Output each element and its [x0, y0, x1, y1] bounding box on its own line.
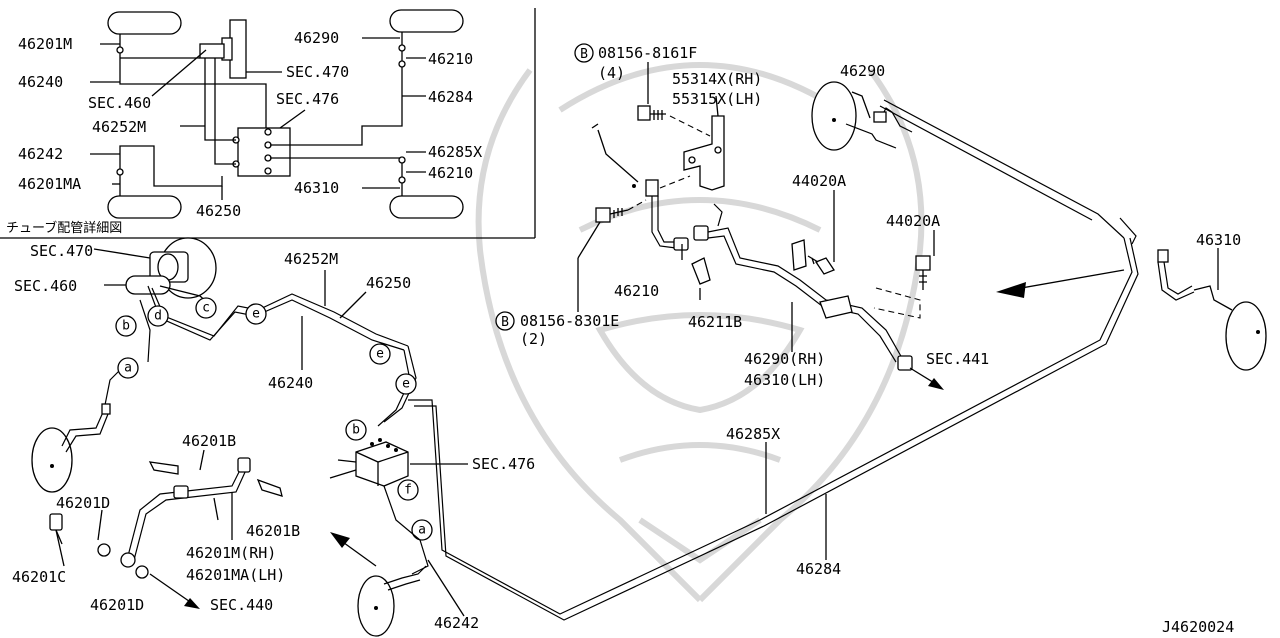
svg-text:b: b: [352, 423, 360, 438]
inset-wheel-rear-left: [107, 195, 182, 219]
part-labels: SEC.470 SEC.460 46252M 46250 46240 46201…: [12, 43, 1241, 636]
front-left-brake-disc: [31, 427, 73, 493]
clip-46211B: [691, 257, 711, 285]
inset-label-46240: 46240: [18, 73, 63, 91]
inset-label-46201M: 46201M: [18, 35, 72, 53]
inset-label-46201MA: 46201MA: [18, 175, 81, 193]
label-08156-8161F-qty: (4): [598, 64, 625, 82]
inset-label-46210-top: 46210: [428, 50, 473, 68]
label-55315X-LH: 55315X(LH): [672, 90, 762, 108]
label-46285X: 46285X: [726, 425, 780, 443]
callout-f: f: [397, 479, 419, 501]
label-sec470: SEC.470: [30, 242, 93, 260]
inset-label-46210-bottom: 46210: [428, 164, 473, 182]
label-46252M: 46252M: [284, 250, 338, 268]
label-46240: 46240: [268, 374, 313, 392]
label-46290-top: 46290: [840, 62, 885, 80]
inset-caption: チューブ配管詳細図: [6, 220, 122, 236]
label-46201D-top: 46201D: [56, 494, 110, 512]
svg-text:a: a: [418, 523, 426, 538]
inset-label-46285X: 46285X: [428, 143, 482, 161]
label-sec476: SEC.476: [472, 455, 535, 473]
svg-text:f: f: [404, 483, 412, 498]
bracket-55314X: [683, 115, 725, 191]
upper-bracket-assembly: [577, 62, 1267, 390]
label-46250: 46250: [366, 274, 411, 292]
inset-wheel-front-left: [107, 11, 182, 35]
svg-text:e: e: [376, 347, 384, 362]
bolt-44020A-right: [915, 255, 931, 271]
bolt-marker-2: B: [495, 311, 515, 331]
svg-text:b: b: [122, 319, 130, 334]
callout-b-center: b: [345, 419, 367, 441]
svg-text:a: a: [124, 361, 132, 376]
label-sec441: SEC.441: [926, 350, 989, 368]
label-55314X-RH: 55314X(RH): [672, 70, 762, 88]
inset-label-46310: 46310: [294, 179, 339, 197]
inset-panel: 46201M 46240 SEC.460 46252M 46242 46201M…: [0, 8, 536, 239]
label-46310: 46310: [1196, 231, 1241, 249]
label-46290-RH: 46290(RH): [744, 350, 825, 368]
front-left-assembly: [31, 237, 417, 609]
inset-label-sec460: SEC.460: [88, 94, 151, 112]
callout-a-left: a: [117, 357, 139, 379]
callout-e-3: e: [395, 373, 417, 395]
bolt-08156-8301E: [595, 207, 611, 223]
inset-label-sec470: SEC.470: [286, 63, 349, 81]
inset-label-46290: 46290: [294, 29, 339, 47]
inset-wheel-rear-right: [389, 195, 464, 219]
label-46201D-bottom: 46201D: [90, 596, 144, 614]
callout-b-left: b: [115, 315, 137, 337]
label-44020A-right: 44020A: [886, 212, 940, 230]
inset-label-46242: 46242: [18, 145, 63, 163]
actuator-and-rear-pipes: [329, 99, 1139, 637]
label-diagram-id: J4620024: [1162, 618, 1234, 636]
svg-text:c: c: [202, 301, 210, 316]
label-46284: 46284: [796, 560, 841, 578]
inset-label-46250: 46250: [196, 202, 241, 220]
label-46201B-top: 46201B: [182, 432, 236, 450]
label-46201MA-LH: 46201MA(LH): [186, 566, 285, 584]
inset-label-46284: 46284: [428, 88, 473, 106]
callout-e-2: e: [369, 343, 391, 365]
callout-a-center: a: [411, 519, 433, 541]
svg-text:d: d: [154, 309, 162, 324]
label-46310-LH: 46310(LH): [744, 371, 825, 389]
inset-label-46252M: 46252M: [92, 118, 146, 136]
callout-d: d: [147, 305, 169, 327]
inset-actuator: [237, 127, 291, 177]
inset-label-sec476: SEC.476: [276, 90, 339, 108]
label-sec440: SEC.440: [210, 596, 273, 614]
label-46201M-RH: 46201M(RH): [186, 544, 276, 562]
svg-text:e: e: [402, 377, 410, 392]
label-46201C: 46201C: [12, 568, 66, 586]
label-sec460: SEC.460: [14, 277, 77, 295]
label-08156-8161F: 08156-8161F: [598, 44, 697, 62]
label-46210: 46210: [614, 282, 659, 300]
label-44020A-center: 44020A: [792, 172, 846, 190]
bolt-marker-1: B: [574, 43, 594, 63]
label-46242: 46242: [434, 614, 479, 632]
bolt-08156-8161F: [637, 105, 651, 121]
label-08156-8301E-qty: (2): [520, 330, 547, 348]
rear-right-brake-disc: [811, 81, 857, 151]
master-cylinder: [125, 275, 171, 295]
label-46211B: 46211B: [688, 313, 742, 331]
svg-text:B: B: [501, 315, 509, 330]
label-08156-8301E: 08156-8301E: [520, 312, 619, 330]
svg-text:e: e: [252, 307, 260, 322]
inset-wheel-front-right: [389, 9, 464, 33]
label-46201B-right: 46201B: [246, 522, 300, 540]
callout-c-top: c: [195, 297, 217, 319]
callout-e-1: e: [245, 303, 267, 325]
svg-text:B: B: [580, 47, 588, 62]
bolt-44020A-center: [815, 257, 835, 275]
abs-actuator: [355, 441, 409, 487]
rear-right-disc-46310: [1225, 301, 1267, 371]
